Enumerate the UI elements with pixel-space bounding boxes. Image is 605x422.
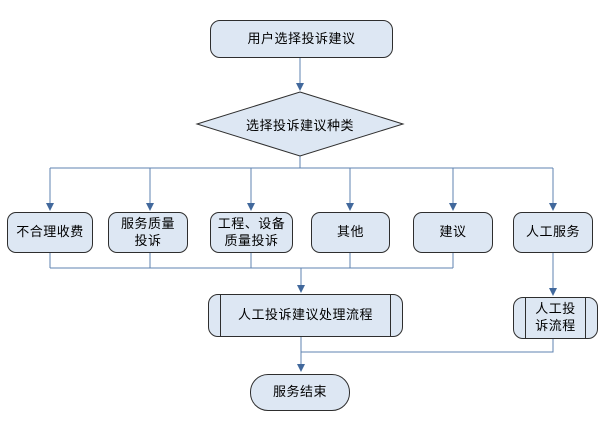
node-service-quality: 服务质量 投诉 — [108, 212, 188, 253]
predefined-process-bar-left — [220, 295, 221, 336]
connector-manual-flow-end — [301, 339, 554, 353]
node-engineering-equipment: 工程、设备 质量投诉 — [210, 212, 293, 253]
predefined-process-bar-left — [525, 298, 526, 338]
node-decision-label: 选择投诉建议种类 — [245, 117, 354, 133]
node-other: 其他 — [311, 212, 390, 253]
node-end: 服务结束 — [250, 374, 350, 411]
node-unreasonable-fees: 不合理收费 — [7, 212, 93, 253]
predefined-process-bar-right — [390, 295, 391, 336]
node-manual-flow: 人工投 诉流程 — [513, 297, 598, 339]
predefined-process-bar-right — [585, 298, 586, 338]
node-manual-flow-label: 人工投 诉流程 — [535, 301, 576, 333]
decision-diamond-shape — [195, 91, 405, 157]
node-start: 用户选择投诉建议 — [210, 20, 393, 58]
node-manual-process: 人工投诉建议处理流程 — [208, 294, 403, 337]
node-manual-process-label: 人工投诉建议处理流程 — [237, 307, 373, 323]
node-suggestion: 建议 — [413, 212, 493, 253]
node-manual-service: 人工服务 — [513, 212, 593, 253]
